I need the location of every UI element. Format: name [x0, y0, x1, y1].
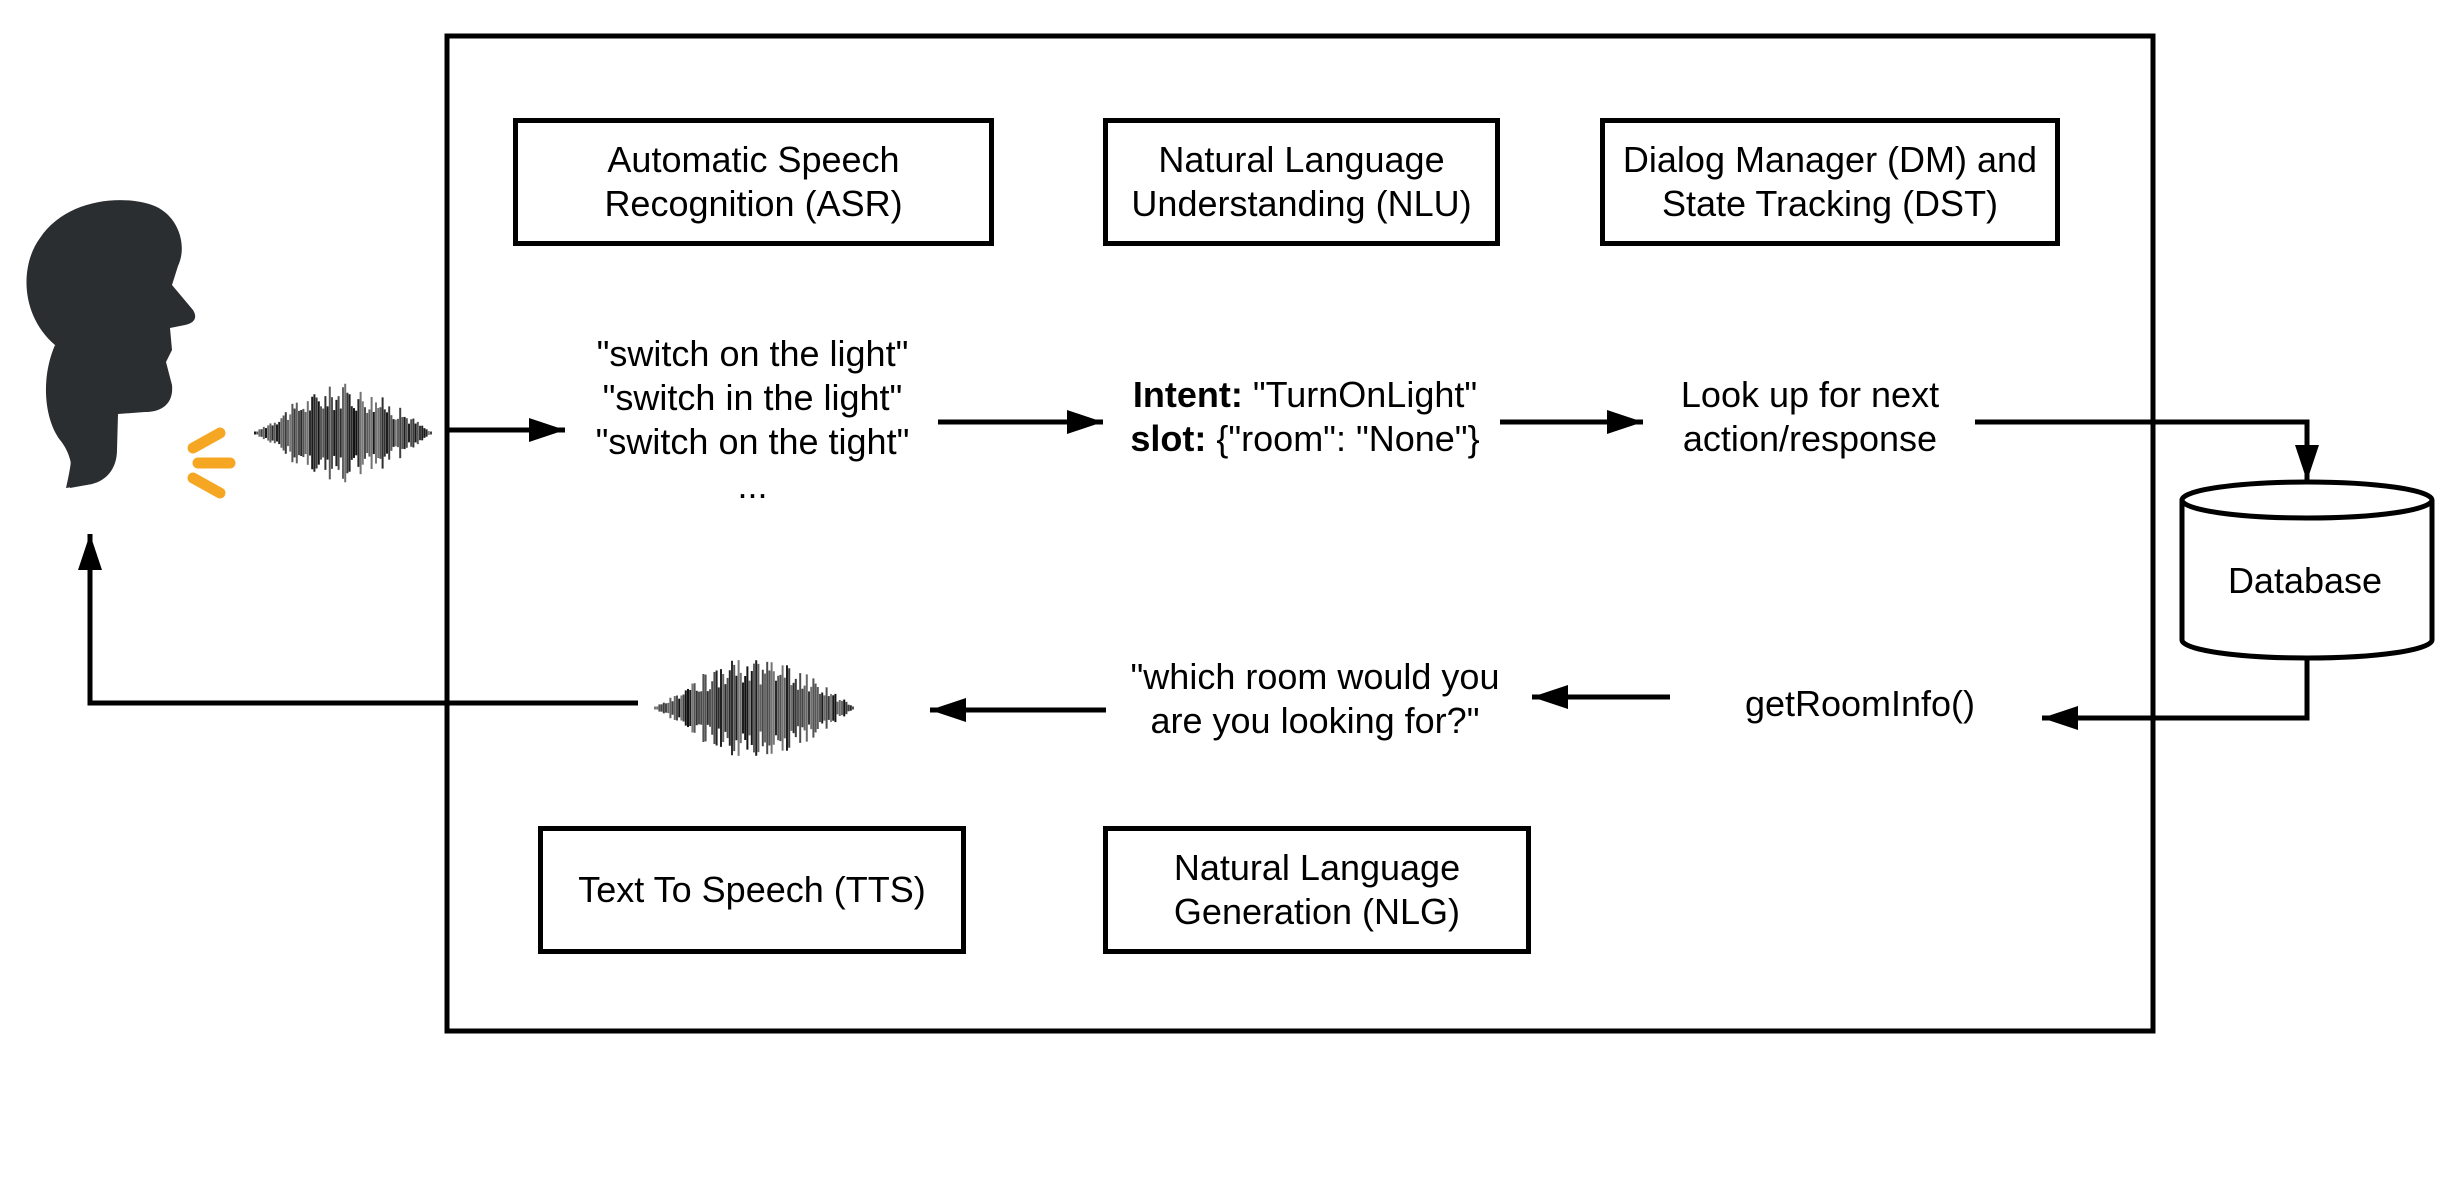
asr-box: Automatic Speech Recognition (ASR): [513, 118, 994, 246]
arrow-database-to-dbcall: [2042, 660, 2310, 730]
asr-box-line2: Recognition (ASR): [604, 183, 903, 224]
database-label: Database: [2227, 560, 2383, 601]
nlg-box-line2: Generation (NLG): [1173, 891, 1461, 932]
asr-hypothesis: "switch on the tight": [595, 421, 910, 462]
asr-hypotheses: "switch on the light" "switch in the lig…: [570, 332, 935, 508]
dm-box-line1: Dialog Manager (DM) and: [1622, 139, 2038, 180]
nlg-output-line2: are you looking for?": [1150, 700, 1480, 741]
audio-waveform-icon: [254, 383, 432, 483]
asr-hypothesis: ...: [737, 465, 768, 506]
nlg-output-line1: "which room would you: [1130, 656, 1500, 697]
asr-hypothesis: "switch on the light": [596, 333, 909, 374]
dm-box: Dialog Manager (DM) and State Tracking (…: [1600, 118, 2060, 246]
system-container: [444, 33, 2156, 1034]
dm-box-line2: State Tracking (DST): [1661, 183, 1999, 224]
tts-box: Text To Speech (TTS): [538, 826, 966, 954]
nlg-box-line1: Natural Language: [1173, 847, 1461, 888]
asr-box-line1: Automatic Speech: [607, 139, 900, 180]
nlu-output: Intent: "TurnOnLight" slot: {"room": "No…: [1110, 373, 1500, 461]
nlu-box-line1: Natural Language: [1158, 139, 1445, 180]
nlg-box: Natural Language Generation (NLG): [1103, 826, 1531, 954]
database-icon: [2179, 479, 2435, 661]
dm-action-line2: action/response: [1682, 418, 1938, 459]
tts-box-label: Text To Speech (TTS): [578, 869, 926, 910]
speaking-head-icon: [26, 200, 196, 488]
db-call-label: getRoomInfo(): [1744, 683, 1976, 724]
nlg-output: "which room would you are you looking fo…: [1110, 655, 1520, 743]
nlu-box: Natural Language Understanding (NLU): [1103, 118, 1500, 246]
dm-action-line1: Look up for next: [1680, 374, 1940, 415]
asr-hypothesis: "switch in the light": [602, 377, 903, 418]
slot-value: {"room": "None"}: [1206, 418, 1480, 459]
arrow-dm-to-database: [1975, 419, 2319, 481]
dm-action: Look up for next action/response: [1650, 373, 1970, 461]
audio-waveform-icon: [654, 660, 854, 756]
intent-value: "TurnOnLight": [1242, 374, 1478, 415]
intent-key: Intent:: [1132, 374, 1243, 415]
slot-key: slot:: [1130, 418, 1207, 459]
sound-marks-icon: [187, 427, 236, 499]
arrow-tts-to-speaker: [78, 534, 638, 706]
nlu-box-line2: Understanding (NLU): [1131, 183, 1472, 224]
